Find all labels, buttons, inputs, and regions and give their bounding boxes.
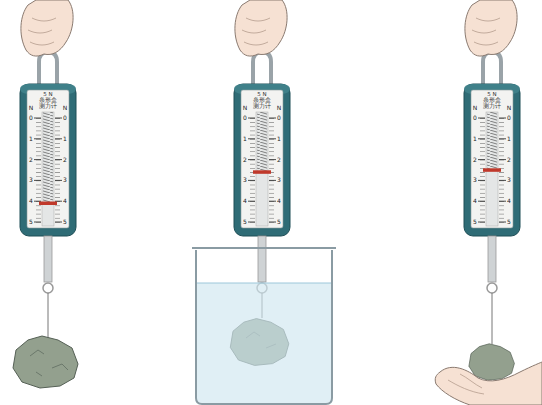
scale-number: 5 — [27, 219, 35, 225]
scale-number: 5 — [471, 219, 479, 225]
supporting-hand — [435, 362, 542, 405]
scale-number: 5 — [241, 219, 249, 225]
scale-number: 1 — [27, 136, 35, 142]
scale-number: 4 — [275, 198, 283, 204]
scale-number: 3 — [471, 177, 479, 183]
scale-plate: 5 N条形盒 测力计 — [251, 91, 273, 109]
scale-number: 1 — [241, 136, 249, 142]
scale-number: 4 — [27, 198, 35, 204]
spring-scale-1 — [13, 0, 78, 388]
scale-number: 0 — [471, 115, 479, 121]
scale-number: 1 — [505, 136, 513, 142]
scale-number: N — [27, 105, 35, 111]
scale-caption: 5 N — [251, 91, 273, 97]
scale-number: 5 — [275, 219, 283, 225]
scale-number: 5 — [505, 219, 513, 225]
beaker — [192, 248, 336, 404]
scale-number: 2 — [505, 157, 513, 163]
scale-number: N — [505, 105, 513, 111]
scale-number: 1 — [471, 136, 479, 142]
scale-caption: 条形盒 测力计 — [37, 97, 59, 109]
scale-number: 3 — [505, 177, 513, 183]
scale-number: 3 — [241, 177, 249, 183]
scale-caption: 5 N — [481, 91, 503, 97]
scale-number: 4 — [505, 198, 513, 204]
scale-caption: 5 N — [37, 91, 59, 97]
scale-number: 1 — [275, 136, 283, 142]
scale-number: 2 — [61, 157, 69, 163]
scale-number: 0 — [27, 115, 35, 121]
scale-caption: 条形盒 测力计 — [481, 97, 503, 109]
scale-number: 0 — [241, 115, 249, 121]
spring-scale-3 — [464, 0, 520, 380]
scale-number: 4 — [471, 198, 479, 204]
scale-number: 0 — [61, 115, 69, 121]
scale-number: 3 — [27, 177, 35, 183]
scale-number: N — [471, 105, 479, 111]
scale-number: 4 — [241, 198, 249, 204]
scale-plate: 5 N条形盒 测力计 — [481, 91, 503, 109]
scale-number: 3 — [61, 177, 69, 183]
scale-plate: 5 N条形盒 测力计 — [37, 91, 59, 109]
scale-number: 1 — [61, 136, 69, 142]
scale-number: 0 — [275, 115, 283, 121]
scale-number: 2 — [241, 157, 249, 163]
scale-number: 2 — [27, 157, 35, 163]
scale-number: N — [241, 105, 249, 111]
scale-number: 0 — [505, 115, 513, 121]
scale-number: N — [61, 105, 69, 111]
scale-caption: 条形盒 测力计 — [251, 97, 273, 109]
scale-number: 2 — [275, 157, 283, 163]
scale-number: 2 — [471, 157, 479, 163]
scale-number: 3 — [275, 177, 283, 183]
scale-number: 4 — [61, 198, 69, 204]
scale-number: N — [275, 105, 283, 111]
scale-number: 5 — [61, 219, 69, 225]
